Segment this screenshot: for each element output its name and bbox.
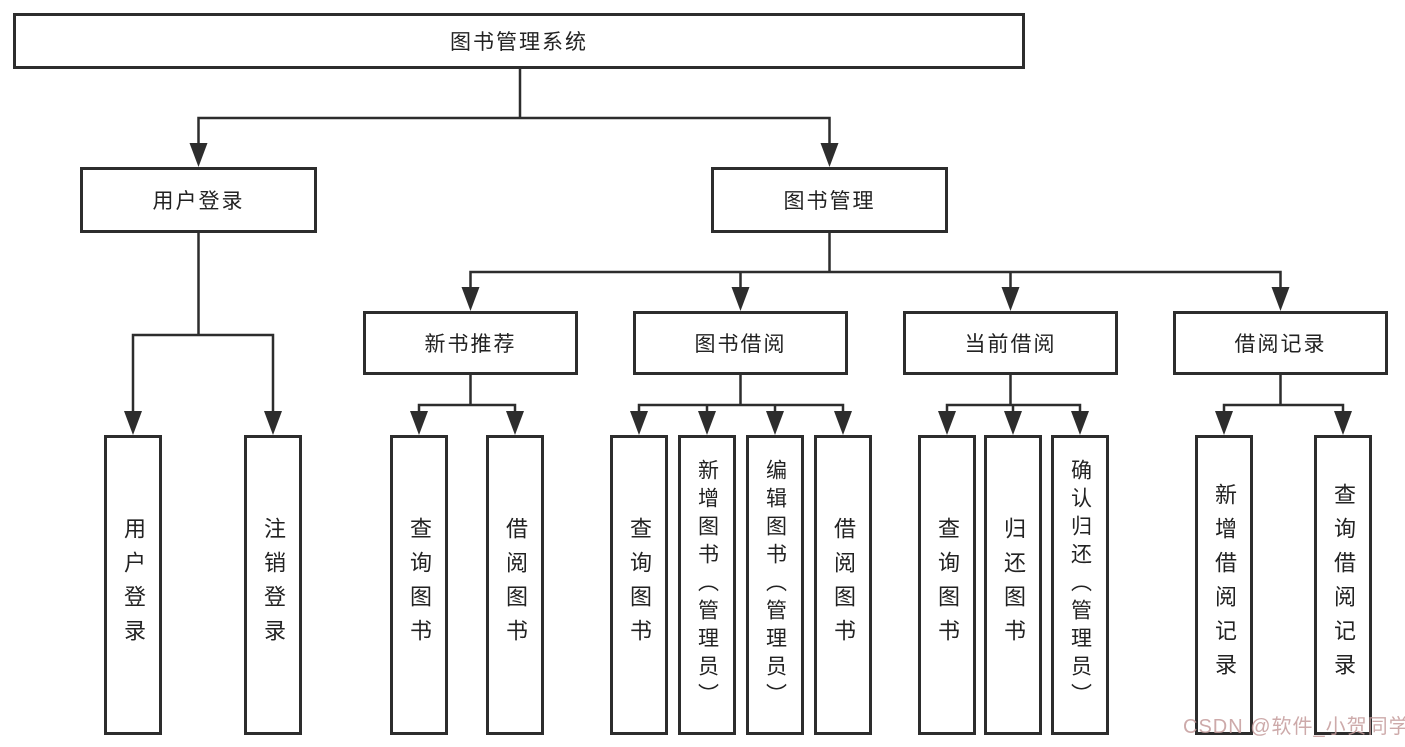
node-add-borrow-record: 新增借阅记录 [1195, 435, 1253, 735]
node-book-borrowing: 图书借阅 [633, 311, 848, 375]
node-edit-book-admin-label: 编辑图书（管理员） [763, 459, 787, 711]
node-query-books-borrowing-label: 查询图书 [627, 517, 652, 653]
node-current-borrowing: 当前借阅 [903, 311, 1118, 375]
arrowheads [124, 143, 1352, 435]
node-new-book-recommend-label: 新书推荐 [424, 333, 517, 356]
node-current-borrowing-label: 当前借阅 [964, 333, 1057, 356]
node-root-system-label: 图书管理系统 [450, 31, 588, 54]
node-book-borrowing-label: 图书借阅 [694, 333, 787, 356]
node-query-books-recommend: 查询图书 [390, 435, 448, 735]
node-query-borrow-record: 查询借阅记录 [1314, 435, 1372, 735]
node-borrow-books-recommend: 借阅图书 [486, 435, 544, 735]
node-new-book-recommend: 新书推荐 [363, 311, 578, 375]
node-return-book: 归还图书 [984, 435, 1042, 735]
node-user-login-leaf: 用户登录 [104, 435, 162, 735]
node-query-books-borrowing: 查询图书 [610, 435, 668, 735]
node-add-borrow-record-label: 新增借阅记录 [1212, 483, 1237, 687]
node-user-login-branch-label: 用户登录 [152, 190, 245, 213]
node-add-book-admin-label: 新增图书（管理员） [695, 459, 719, 711]
node-borrow-books-recommend-label: 借阅图书 [503, 517, 528, 653]
node-root-system: 图书管理系统 [13, 13, 1025, 69]
node-confirm-return-admin-label: 确认归还（管理员） [1068, 459, 1092, 711]
node-return-book-label: 归还图书 [1001, 517, 1026, 653]
node-borrowing-records-label: 借阅记录 [1234, 333, 1327, 356]
node-borrow-books-borrowing: 借阅图书 [814, 435, 872, 735]
csdn-watermark: CSDN @软件_小贺同学 [1183, 716, 1405, 738]
node-query-books-current-label: 查询图书 [935, 517, 960, 653]
node-add-book-admin: 新增图书（管理员） [678, 435, 736, 735]
node-query-books-recommend-label: 查询图书 [407, 517, 432, 653]
node-query-books-current: 查询图书 [918, 435, 976, 735]
node-edit-book-admin: 编辑图书（管理员） [746, 435, 804, 735]
node-book-management-branch-label: 图书管理 [783, 190, 876, 213]
node-confirm-return-admin: 确认归还（管理员） [1051, 435, 1109, 735]
node-borrow-books-borrowing-label: 借阅图书 [831, 517, 856, 653]
connector-paths [131, 69, 1345, 413]
node-borrowing-records: 借阅记录 [1173, 311, 1388, 375]
node-query-borrow-record-label: 查询借阅记录 [1331, 483, 1356, 687]
node-logout-leaf: 注销登录 [244, 435, 302, 735]
node-user-login-branch: 用户登录 [80, 167, 317, 233]
node-logout-leaf-label: 注销登录 [261, 517, 286, 653]
node-user-login-leaf-label: 用户登录 [121, 517, 146, 653]
node-book-management-branch: 图书管理 [711, 167, 948, 233]
